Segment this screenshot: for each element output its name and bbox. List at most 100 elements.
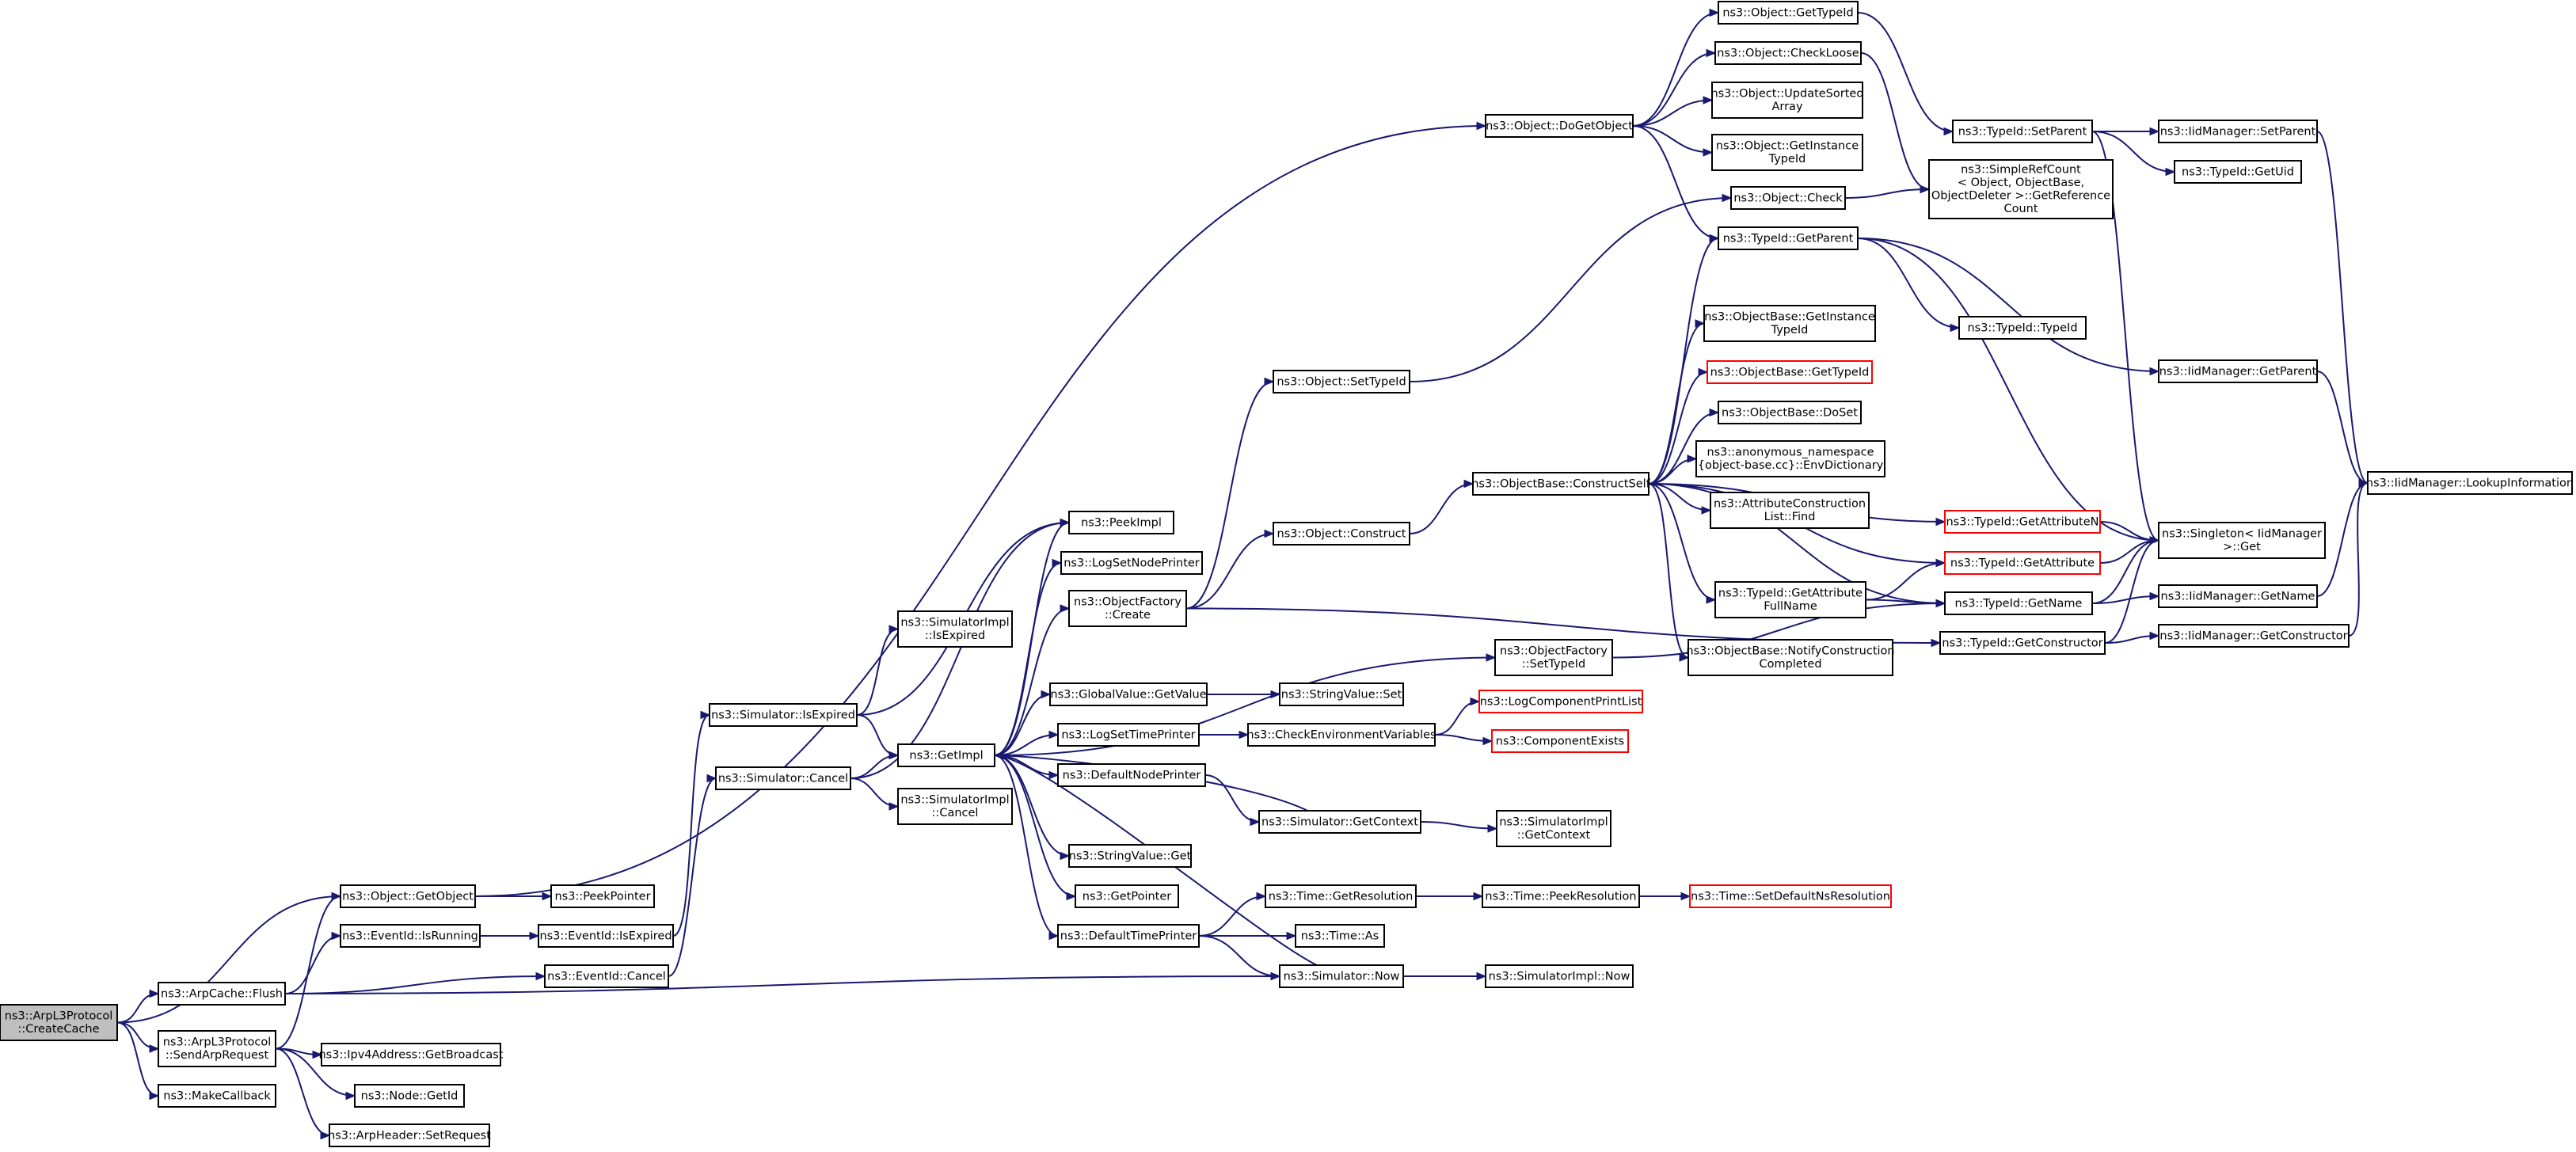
node-iidmanager-getparent[interactable]: ns3::IidManager::GetParent (2158, 359, 2318, 383)
node-globalvalue-getvalue[interactable]: ns3::GlobalValue::GetValue (1049, 682, 1208, 706)
node-box[interactable] (340, 924, 481, 948)
node-box[interactable] (1279, 964, 1404, 988)
node-box[interactable] (1068, 844, 1192, 868)
node-box[interactable] (1714, 581, 1866, 618)
node-box[interactable] (1068, 511, 1174, 534)
node-eventid-cancel[interactable]: ns3::EventId::Cancel (544, 964, 669, 988)
node-box[interactable] (1496, 810, 1611, 847)
node-logsetnodeprinter[interactable]: ns3::LogSetNodePrinter (1060, 551, 1203, 575)
node-box[interactable] (1247, 723, 1436, 747)
node-box[interactable] (1707, 360, 1873, 384)
node-simimpl-isexpired[interactable]: ns3::SimulatorImpl::IsExpired (897, 610, 1013, 648)
node-logcomponentprintlist[interactable]: ns3::LogComponentPrintList (1478, 690, 1643, 713)
node-box[interactable] (1273, 370, 1410, 394)
node-box[interactable] (1057, 763, 1206, 787)
node-box[interactable] (897, 610, 1013, 648)
node-box[interactable] (0, 1004, 118, 1041)
node-getimpl[interactable]: ns3::GetImpl (897, 743, 995, 767)
node-box[interactable] (321, 1043, 501, 1066)
node-box[interactable] (1482, 884, 1640, 908)
node-box[interactable] (1718, 401, 1862, 424)
node-componentexists[interactable]: ns3::ComponentExists (1491, 729, 1629, 753)
node-object-getobject[interactable]: ns3::Object::GetObject (340, 884, 476, 908)
node-box[interactable] (2158, 522, 2326, 559)
node-box[interactable] (2158, 359, 2318, 383)
node-typeid-getconstructor[interactable]: ns3::TypeId::GetConstructor (1939, 631, 2106, 655)
node-defaulttimeprinter[interactable]: ns3::DefaultTimePrinter (1057, 924, 1200, 948)
node-iidmanager-setparent[interactable]: ns3::IidManager::SetParent (2158, 120, 2318, 143)
node-box[interactable] (1710, 492, 1870, 529)
node-simimpl-cancel[interactable]: ns3::SimulatorImpl::Cancel (897, 788, 1013, 825)
node-objectbase-gettypeid[interactable]: ns3::ObjectBase::GetTypeId (1707, 360, 1873, 384)
node-box[interactable] (340, 884, 476, 908)
node-box[interactable] (1939, 631, 2106, 655)
node-box[interactable] (538, 924, 674, 948)
node-box[interactable] (2158, 584, 2318, 608)
node-box[interactable] (1958, 316, 2087, 340)
node-box[interactable] (1730, 186, 1846, 210)
node-box[interactable] (1494, 639, 1613, 676)
node-objectfactory-create[interactable]: ns3::ObjectFactory::Create (1068, 590, 1187, 627)
node-box[interactable] (1718, 226, 1859, 250)
node-box[interactable] (1695, 440, 1885, 477)
node-box[interactable] (1952, 120, 2093, 143)
node-simulator-now[interactable]: ns3::Simulator::Now (1279, 964, 1404, 988)
node-node-getid[interactable]: ns3::Node::GetId (354, 1084, 465, 1108)
node-time-as[interactable]: ns3::Time::As (1295, 924, 1385, 948)
node-object-check[interactable]: ns3::Object::Check (1730, 186, 1846, 210)
node-anon-envdictionary[interactable]: ns3::anonymous_namespace{object-base.cc}… (1695, 440, 1885, 477)
node-logsettimeprinter[interactable]: ns3::LogSetTimePrinter (1057, 723, 1200, 747)
node-box[interactable] (1057, 924, 1200, 948)
node-objectbase-constructself[interactable]: ns3::ObjectBase::ConstructSelf (1471, 472, 1651, 496)
node-peekimpl[interactable]: ns3::PeekImpl (1068, 511, 1174, 534)
node-typeid-getuid[interactable]: ns3::TypeId::GetUid (2174, 160, 2302, 184)
node-box[interactable] (550, 884, 655, 908)
node-box[interactable] (1718, 1, 1859, 25)
node-typeid-setparent[interactable]: ns3::TypeId::SetParent (1952, 120, 2093, 143)
node-box[interactable] (1279, 682, 1404, 706)
node-createcache[interactable]: ns3::ArpL3Protocol::CreateCache (0, 1004, 118, 1041)
node-box[interactable] (1049, 682, 1208, 706)
node-box[interactable] (1057, 723, 1200, 747)
node-stringvalue-get[interactable]: ns3::StringValue::Get (1068, 844, 1192, 868)
node-box[interactable] (1928, 159, 2114, 219)
node-box[interactable] (1273, 522, 1410, 546)
node-box[interactable] (544, 964, 669, 988)
node-typeid-getattributen[interactable]: ns3::TypeId::GetAttributeN (1944, 510, 2101, 534)
node-simimpl-getcontext[interactable]: ns3::SimulatorImpl::GetContext (1496, 810, 1611, 847)
node-box[interactable] (158, 982, 286, 1006)
node-checkenvvars[interactable]: ns3::CheckEnvironmentVariables (1246, 723, 1436, 747)
node-iidmanager-getconstructor[interactable]: ns3::IidManager::GetConstructor (2158, 624, 2350, 648)
node-box[interactable] (1485, 964, 1634, 988)
node-box[interactable] (2174, 160, 2302, 184)
node-typeid-getattribute[interactable]: ns3::TypeId::GetAttribute (1944, 551, 2101, 575)
node-box[interactable] (1472, 472, 1649, 496)
node-time-getresolution[interactable]: ns3::Time::GetResolution (1265, 884, 1417, 908)
node-simulator-getcontext[interactable]: ns3::Simulator::GetContext (1258, 810, 1421, 834)
node-object-construct[interactable]: ns3::Object::Construct (1273, 522, 1410, 546)
node-box[interactable] (1265, 884, 1417, 908)
node-box[interactable] (1485, 114, 1634, 138)
node-box[interactable] (1944, 551, 2101, 575)
node-arpcache-flush[interactable]: ns3::ArpCache::Flush (158, 982, 286, 1006)
node-box[interactable] (1295, 924, 1385, 948)
node-object-checkloose[interactable]: ns3::Object::CheckLoose (1714, 41, 1862, 65)
node-box[interactable] (1711, 82, 1863, 119)
node-box[interactable] (1703, 305, 1876, 342)
node-iidmanager-lookupinformation[interactable]: ns3::IidManager::LookupInformation (2366, 471, 2574, 495)
node-object-dogetobject[interactable]: ns3::Object::DoGetObject (1485, 114, 1634, 138)
node-simplerefcount-getreferencecount[interactable]: ns3::SimpleRefCount< Object, ObjectBase,… (1928, 159, 2114, 219)
node-box[interactable] (715, 766, 851, 790)
node-objectbase-doset[interactable]: ns3::ObjectBase::DoSet (1718, 401, 1862, 424)
node-stringvalue-set[interactable]: ns3::StringValue::Set (1279, 682, 1404, 706)
node-sendarprequest[interactable]: ns3::ArpL3Protocol::SendArpRequest (158, 1030, 276, 1067)
node-object-gettypeid[interactable]: ns3::Object::GetTypeId (1718, 1, 1859, 25)
node-box[interactable] (2158, 120, 2318, 143)
node-box[interactable] (897, 788, 1013, 825)
node-box[interactable] (1944, 510, 2101, 534)
node-box[interactable] (897, 743, 995, 767)
node-box[interactable] (1491, 729, 1629, 753)
